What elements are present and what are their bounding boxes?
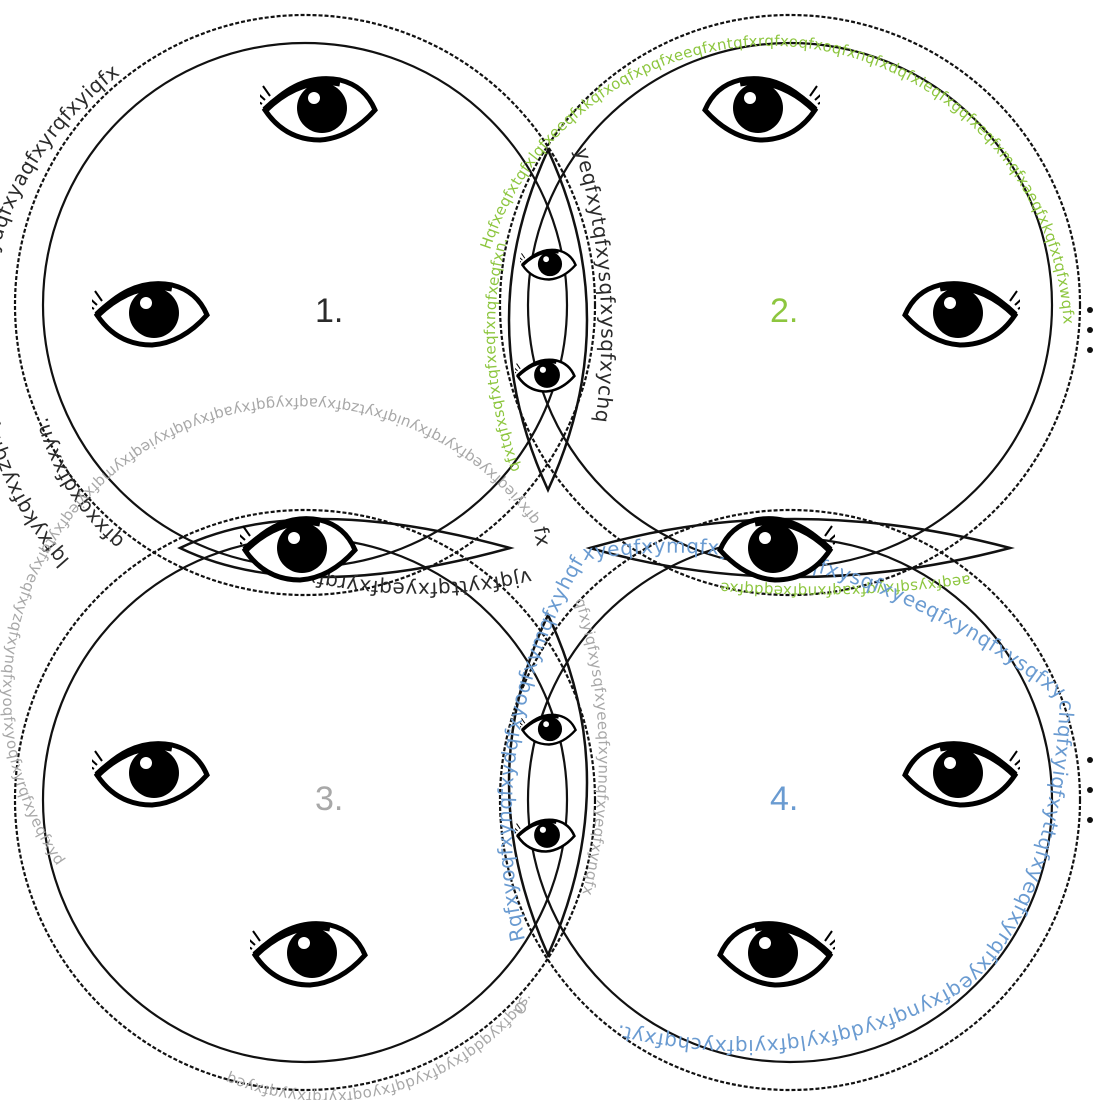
edge-dots: [1087, 307, 1093, 823]
eye-icon: [242, 924, 365, 985]
ring-3-text: qfxyieqfxyeqfxyrqfxyuiqfxytzqfxyaqfxygqf…: [0, 0, 543, 868]
circle-3-number: 3.: [315, 780, 343, 818]
petal-top: [509, 150, 587, 490]
eye-icon: [905, 284, 1028, 345]
eye-icon: [84, 744, 207, 805]
petal-top-green-text: qfxtqfxsqfxtqfxeqfxnqfxeqfxn.: [481, 235, 524, 475]
circle-4-number: 4.: [770, 780, 798, 818]
eye-icon: [511, 360, 575, 392]
circle-rings: [15, 15, 1080, 1090]
eye-icon: [511, 820, 575, 852]
eye-icon: [84, 284, 207, 345]
eye-icon: [252, 79, 375, 140]
eye-icon: [720, 924, 843, 985]
eye-icon: [705, 79, 828, 140]
eye-icon: [516, 250, 575, 280]
circle-1-number: 1.: [315, 292, 343, 330]
petal-top-text: yeqfxytqfxysqfxysqfxychq: [570, 145, 620, 425]
circle-2-number: 2.: [770, 292, 798, 330]
petal-bottom-grey-text: qfxyiqfxysqfxyeeqfxynnqfxyeqfxynqfx: [571, 596, 613, 897]
ring-3-tail-text: Oqfxyqdqfxyqfxydqfxyoqfxyrqfxyyqfxyeq: [223, 997, 531, 1100]
center-text: fx: [529, 525, 556, 549]
eye-icon: [905, 744, 1028, 805]
